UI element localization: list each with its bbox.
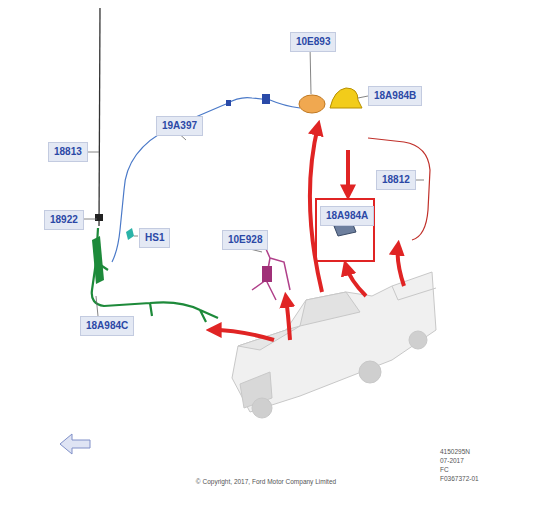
callout-box: 19A397: [156, 116, 203, 136]
cable-clip: [262, 94, 270, 104]
callout-box: 10E893: [290, 32, 336, 52]
callout-number: 18922: [50, 214, 78, 226]
drawing-code: 07-2017: [440, 457, 464, 465]
leader-lines: [82, 46, 424, 316]
highlight-frame: [316, 199, 374, 261]
hs1-icon: [126, 228, 134, 240]
green-harness: [92, 228, 218, 322]
red-cable: [368, 138, 430, 240]
antenna-cover: [330, 88, 362, 108]
drawing-code: 4150295N: [440, 448, 470, 456]
callout-number: 18812: [382, 174, 410, 186]
harness-clip: [92, 236, 104, 284]
antenna-base: [95, 214, 103, 221]
callout-box: 18922: [44, 210, 84, 230]
callout-number: 18A984A: [326, 210, 368, 222]
callout-box: 18A984C: [80, 316, 134, 336]
callout-number: 10E928: [228, 234, 262, 246]
callout-box: 18813: [48, 142, 88, 162]
harness-module: [262, 266, 272, 282]
locator-arrows: [212, 126, 404, 340]
drawing-code: FC: [440, 466, 449, 474]
callout-number: 18813: [54, 146, 82, 158]
callout-number: HS1: [145, 232, 164, 244]
callout-box: 18812: [376, 170, 416, 190]
callout-box: 18A984A: [320, 206, 374, 226]
truck-outline: [232, 272, 436, 418]
cable-clip: [226, 100, 231, 106]
callout-number: 18A984B: [374, 90, 416, 102]
callout-box: 18A984B: [368, 86, 422, 106]
callout-number: 10E893: [296, 36, 330, 48]
orientation-arrow: [60, 434, 90, 454]
callout-box: 10E928: [222, 230, 268, 250]
drawing-code: F0367372-01: [440, 475, 479, 483]
copyright-note: © Copyright, 2017, Ford Motor Company Li…: [196, 478, 336, 486]
callout-number: 19A397: [162, 120, 197, 132]
blue-cable: [112, 98, 300, 262]
callout-box: HS1: [139, 228, 170, 248]
antenna-mast: [99, 8, 100, 226]
callout-number: 18A984C: [86, 320, 128, 332]
antenna-module: [299, 95, 325, 113]
